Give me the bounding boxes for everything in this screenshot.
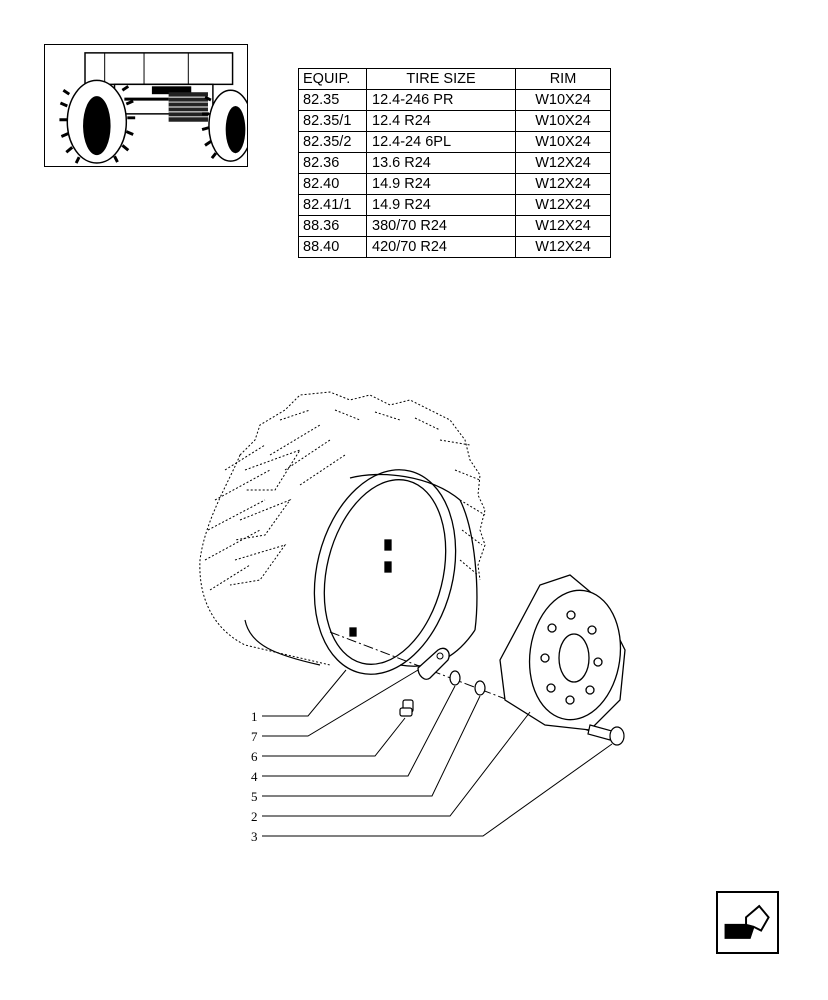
rim-cell: W12X24 [515,215,611,237]
header-rim: RIM [515,68,611,90]
equip-cell: 82.35/2 [298,131,367,153]
equip-cell: 88.36 [298,215,367,237]
header-tire-size: TIRE SIZE [366,68,516,90]
washer-part [449,670,461,686]
short-bolt-part [399,699,414,717]
rim-cell: W12X24 [515,236,611,258]
clip-hole [436,652,444,660]
long-bolt-part [587,724,625,746]
equip-cell: 82.41/1 [298,194,367,216]
rim-cell: W10X24 [515,110,611,132]
tire-size-cell: 14.9 R24 [366,173,516,195]
header-equip: EQUIP. [298,68,367,90]
table-header-row: EQUIP. TIRE SIZE RIM [298,68,611,90]
tractor-thumbnail [44,44,248,167]
rim-cell: W12X24 [515,194,611,216]
tire-outline [199,391,486,666]
tire-size-cell: 380/70 R24 [366,215,516,237]
tire-size-cell: 12.4-24 6PL [366,131,516,153]
tractor-front-icon [59,52,247,164]
tire-size-cell: 12.4 R24 [366,110,516,132]
leader-lines [262,669,613,837]
table-row: 82.35/2 12.4-24 6PL W10X24 [298,131,611,153]
equip-cell: 88.40 [298,236,367,258]
equip-cell: 82.35 [298,89,367,111]
equip-cell: 82.35/1 [298,110,367,132]
table-row: 82.35/1 12.4 R24 W10X24 [298,110,611,132]
table-row: 82.40 14.9 R24 W12X24 [298,173,611,195]
wheel-disc [499,574,626,731]
callout-label: 2 [251,809,258,824]
wheel-exploded-diagram [199,391,626,837]
rim-cell: W10X24 [515,131,611,153]
callout-label: 7 [251,729,258,744]
table-row: 82.41/1 14.9 R24 W12X24 [298,194,611,216]
callout-label: 1 [251,709,258,724]
rim-cell: W12X24 [515,152,611,174]
table-row: 88.40 420/70 R24 W12X24 [298,236,611,258]
tire-size-cell: 13.6 R24 [366,152,516,174]
next-page-button[interactable] [716,891,779,954]
equip-cell: 82.36 [298,152,367,174]
clip-part [417,647,450,680]
rim-cell: W10X24 [515,89,611,111]
tire-size-cell: 12.4-246 PR [366,89,516,111]
callout-label: 4 [251,769,258,784]
tire-lower-edge [244,619,321,666]
tire-spec-table: EQUIP. TIRE SIZE RIM 82.35 12.4-246 PR W… [298,68,611,258]
tire-size-cell: 14.9 R24 [366,194,516,216]
callout-label: 6 [251,749,258,764]
washer-part [474,680,486,696]
tire-size-cell: 420/70 R24 [366,236,516,258]
table-row: 88.36 380/70 R24 W12X24 [298,215,611,237]
table-row: 82.35 12.4-246 PR W10X24 [298,89,611,111]
next-page-arrow-icon [724,904,770,939]
callout-label: 5 [251,789,258,804]
callout-label: 3 [251,829,258,844]
table-row: 82.36 13.6 R24 W12X24 [298,152,611,174]
equip-cell: 82.40 [298,173,367,195]
rim-cell: W12X24 [515,173,611,195]
